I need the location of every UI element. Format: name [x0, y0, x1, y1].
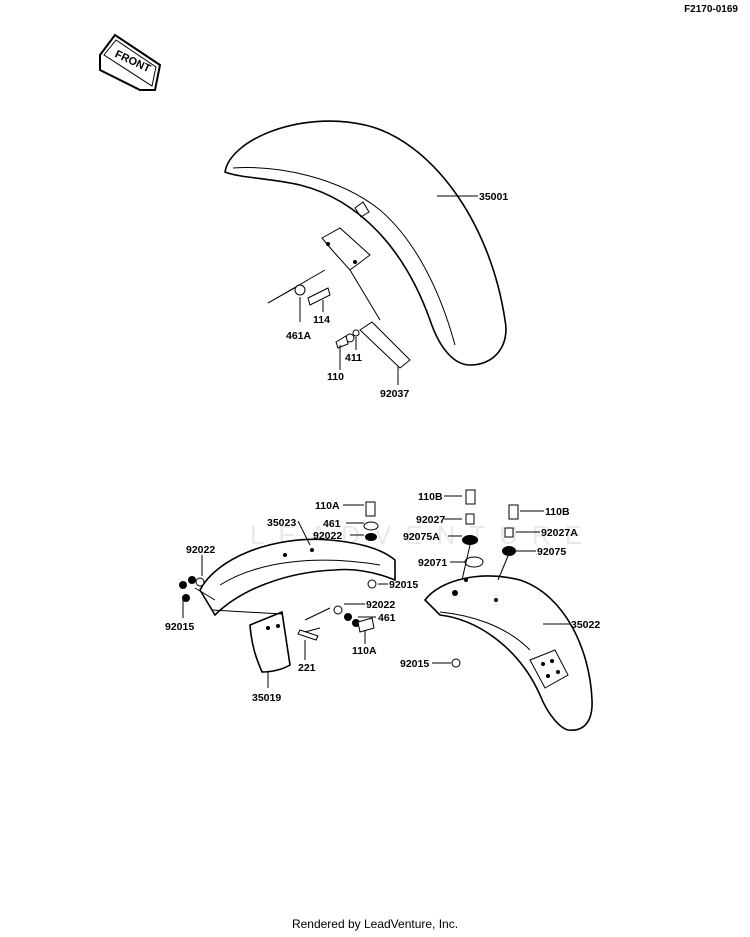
hardware-stack-110B-left — [461, 489, 484, 581]
label-92027A: 92027A — [541, 527, 578, 539]
label-92015-right: 92015 — [400, 658, 429, 670]
mudflap — [211, 609, 321, 673]
hardware-stack-110B-right — [497, 504, 519, 581]
hardware-left-nuts — [179, 576, 216, 602]
label-110A-low: 110A — [352, 645, 377, 657]
front-fender — [224, 120, 507, 369]
label-92075: 92075 — [537, 546, 566, 558]
label-35019: 35019 — [252, 692, 281, 704]
parts-diagram: FRONT — [99, 33, 600, 731]
label-461A: 461A — [286, 330, 312, 342]
label-110B-right: 110B — [545, 506, 570, 518]
label-92075A: 92075A — [403, 531, 440, 543]
label-461-top: 461 — [323, 518, 341, 530]
label-411: 411 — [345, 352, 362, 364]
label-92071: 92071 — [418, 557, 447, 569]
footer-credit: Rendered by LeadVenture, Inc. — [291, 917, 459, 931]
diagram-code: F2170-0169 — [684, 4, 738, 15]
label-92022-low: 92022 — [366, 599, 395, 611]
label-92015-left: 92015 — [165, 621, 194, 633]
rear-inner-fender — [199, 538, 396, 617]
hardware-lower-bolts — [304, 605, 375, 633]
label-92037: 92037 — [380, 388, 409, 400]
hardware-stack-110A — [363, 501, 379, 541]
label-92015-mid: 92015 — [389, 579, 418, 591]
label-110: 110 — [327, 371, 344, 383]
label-461-low: 461 — [378, 612, 396, 624]
label-221: 221 — [298, 662, 316, 674]
label-110A-top: 110A — [315, 500, 340, 512]
rear-fender — [423, 575, 593, 731]
label-35001: 35001 — [479, 191, 508, 203]
leader-lines — [182, 195, 570, 688]
label-35022: 35022 — [571, 619, 600, 631]
front-arrow-icon: FRONT — [99, 33, 162, 91]
label-114: 114 — [313, 314, 330, 326]
label-92022-top: 92022 — [313, 530, 342, 542]
label-92027: 92027 — [416, 514, 445, 526]
label-92022-left: 92022 — [186, 544, 215, 556]
label-110B-left: 110B — [418, 491, 443, 503]
label-35023: 35023 — [267, 517, 296, 529]
